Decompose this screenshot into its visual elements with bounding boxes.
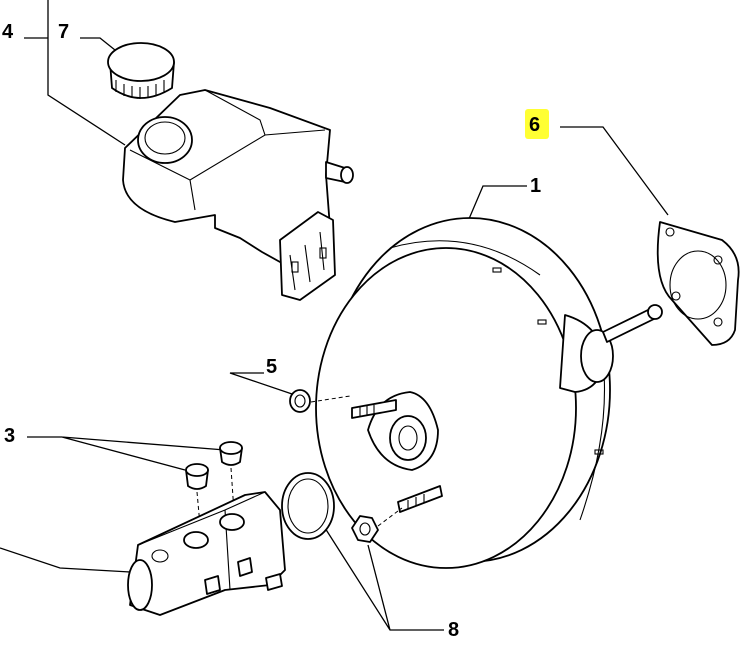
callouts: 4 7 6 1 5 3 8 — [2, 21, 549, 641]
callout-4: 4 — [2, 21, 14, 43]
leader-line-cylinder — [0, 547, 131, 573]
leader-line-4 — [24, 0, 126, 146]
brake-booster — [315, 217, 663, 569]
callout-7: 7 — [58, 21, 69, 43]
leader-lines — [0, 0, 669, 631]
callout-6: 6 — [529, 114, 540, 136]
nut-lower — [351, 507, 403, 543]
gasket-plate — [656, 221, 740, 346]
callout-8: 8 — [448, 619, 459, 641]
leader-line-5 — [229, 372, 296, 396]
leader-line-6 — [560, 126, 669, 216]
grommet-left — [185, 463, 209, 526]
callout-6-highlight — [525, 109, 549, 139]
leader-line-8 — [324, 527, 444, 631]
callout-3: 3 — [4, 425, 15, 447]
callout-5: 5 — [266, 356, 277, 378]
reservoir-cap — [107, 42, 175, 99]
nut-upper — [289, 389, 351, 413]
fluid-reservoir — [122, 89, 354, 301]
callout-1: 1 — [530, 175, 541, 197]
seal-ring — [281, 472, 335, 540]
leader-line-3 — [27, 436, 226, 471]
master-cylinder — [127, 491, 286, 616]
